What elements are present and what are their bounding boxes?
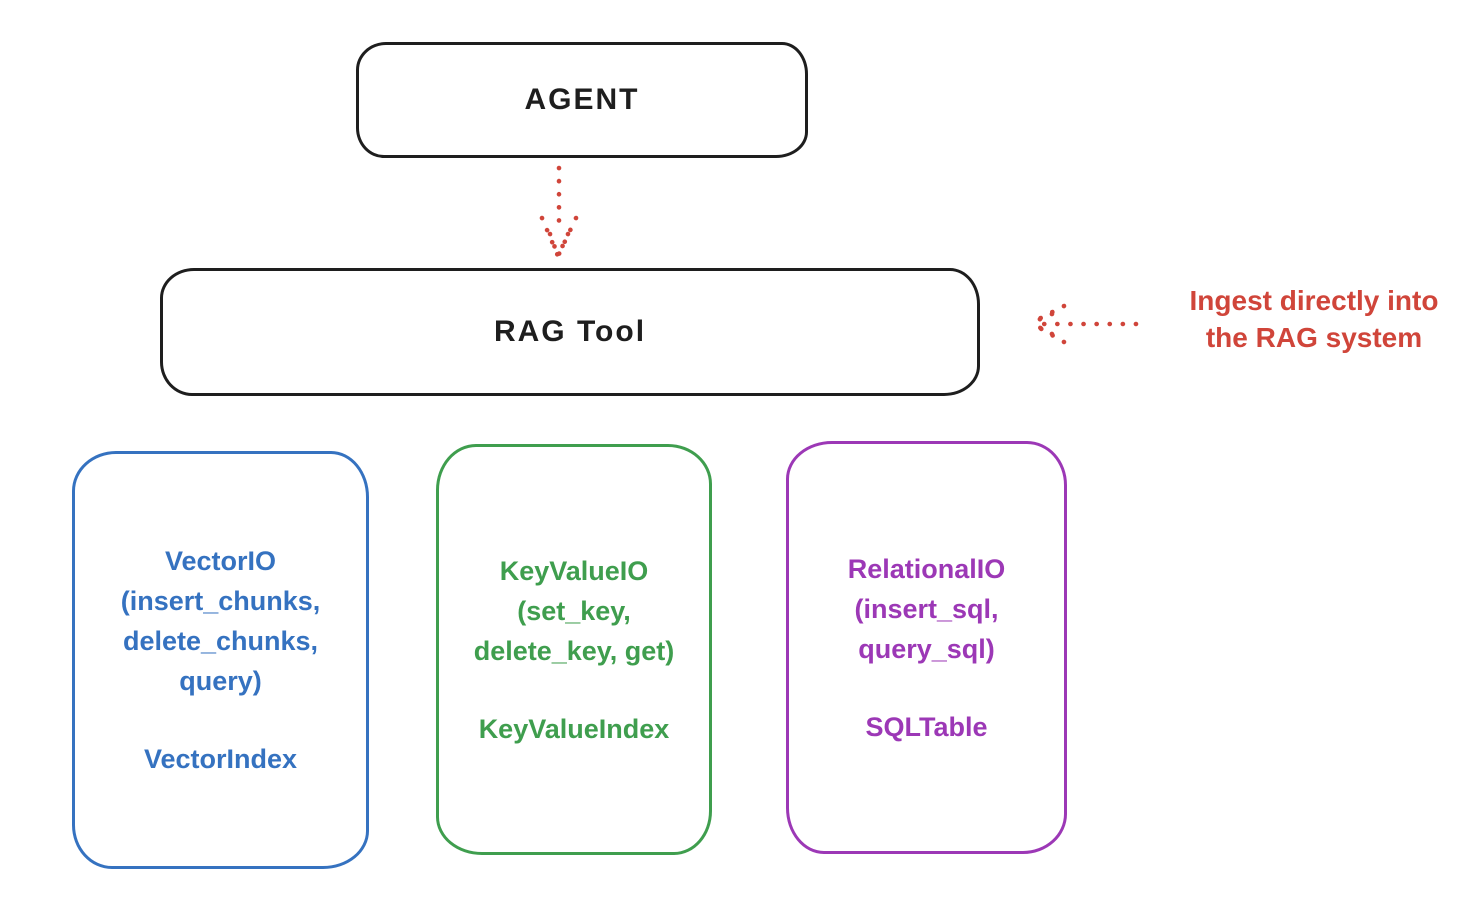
- rag-tool-label: RAG Tool: [493, 315, 647, 348]
- arrow-head-top: [1028, 303, 1067, 326]
- arrow-head-inner-top: [1028, 311, 1055, 326]
- agent-node: AGENT: [356, 42, 808, 158]
- arrow-head-inner-right: [555, 231, 571, 259]
- arrow-head-left: [539, 215, 561, 259]
- agent-label: AGENT: [524, 83, 640, 116]
- store-io-label: VectorIO (insert_chunks, delete_chunks, …: [120, 546, 321, 696]
- ingest-arrow: [1028, 303, 1139, 345]
- store-node-vector: VectorIO (insert_chunks, delete_chunks, …: [72, 451, 369, 869]
- arrow-head-inner-bottom: [1028, 320, 1055, 337]
- store-index-label: KeyValueIndex: [478, 713, 670, 744]
- arrow-head-inner-left: [547, 231, 561, 259]
- store-index-label: SQLTable: [865, 711, 988, 742]
- store-node-keyvalue: KeyValueIO (set_key, delete_key, get) Ke…: [436, 444, 712, 855]
- ingest-annotation: Ingest directly into the RAG system: [1189, 285, 1439, 353]
- arrow-head-right: [555, 215, 579, 259]
- store-node-relational: RelationalIO (insert_sql, query_sql) SQL…: [786, 441, 1067, 854]
- agent-to-rag-arrow: [539, 165, 579, 259]
- arrow-head-bottom: [1028, 320, 1067, 345]
- store-index-label: VectorIndex: [143, 744, 298, 774]
- store-io-label: KeyValueIO (set_key, delete_key, get): [473, 555, 675, 666]
- store-io-label: RelationalIO (insert_sql, query_sql): [847, 553, 1006, 664]
- rag-tool-node: RAG Tool: [160, 268, 980, 396]
